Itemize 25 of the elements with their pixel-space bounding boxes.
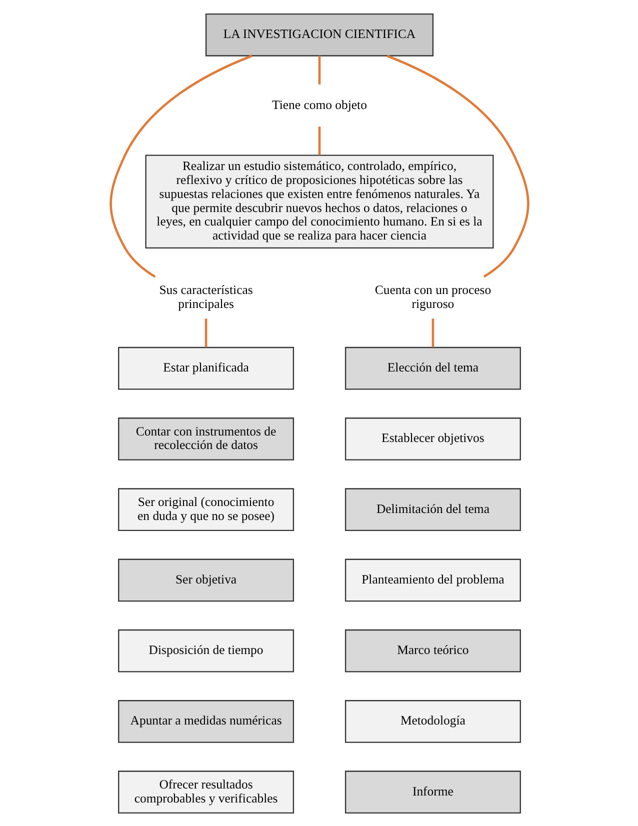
node-text: Tiene como objeto xyxy=(272,97,366,112)
connector xyxy=(318,55,320,84)
node-text: Sus características principales xyxy=(158,282,252,310)
connector xyxy=(431,318,434,347)
node-box: Ser original (conocimiento en duda y que no se posee) xyxy=(118,488,294,531)
connector xyxy=(204,318,207,347)
node-box: Planteamiento del problema xyxy=(344,558,520,602)
connector xyxy=(318,126,320,155)
node-box: Marco teórico xyxy=(344,628,520,672)
node-box: Elección del tema xyxy=(344,346,520,390)
node-box: Ser objetiva xyxy=(118,558,294,602)
node-box: Informe xyxy=(344,770,520,814)
node-box: Estar planificada xyxy=(118,346,294,390)
connector xyxy=(386,54,529,278)
node-box: Realizar un estudio sistemático, controlado, empírico, reflexivo y crítico de proposiciones hipotéticas sobre las supuestas relaciones que existen entre fenómenos naturales. Ya que permite descubrir nuevos hechos o datos, relaciones o leyes, en cualquier campo del conocimiento humano. En si es la actividad que se realiza para hacer ciencia xyxy=(144,154,494,248)
node-box: LA INVESTIGACION CIENTIFICA xyxy=(204,12,434,56)
node-box: Ofrecer resultados comprobables y verificables xyxy=(118,770,294,814)
node-box: Contar con instrumentos de recolección de datos xyxy=(118,417,294,460)
node-box: Delimitación del tema xyxy=(344,488,520,531)
node-box: Establecer objetivos xyxy=(344,417,520,460)
node-box: Disposición de tiempo xyxy=(118,628,294,672)
connector xyxy=(109,54,252,278)
node-box: Metodología xyxy=(344,700,520,742)
node-box: Apuntar a medidas numéricas xyxy=(118,700,294,742)
node-text: Cuenta con un proceso riguroso xyxy=(374,282,491,310)
